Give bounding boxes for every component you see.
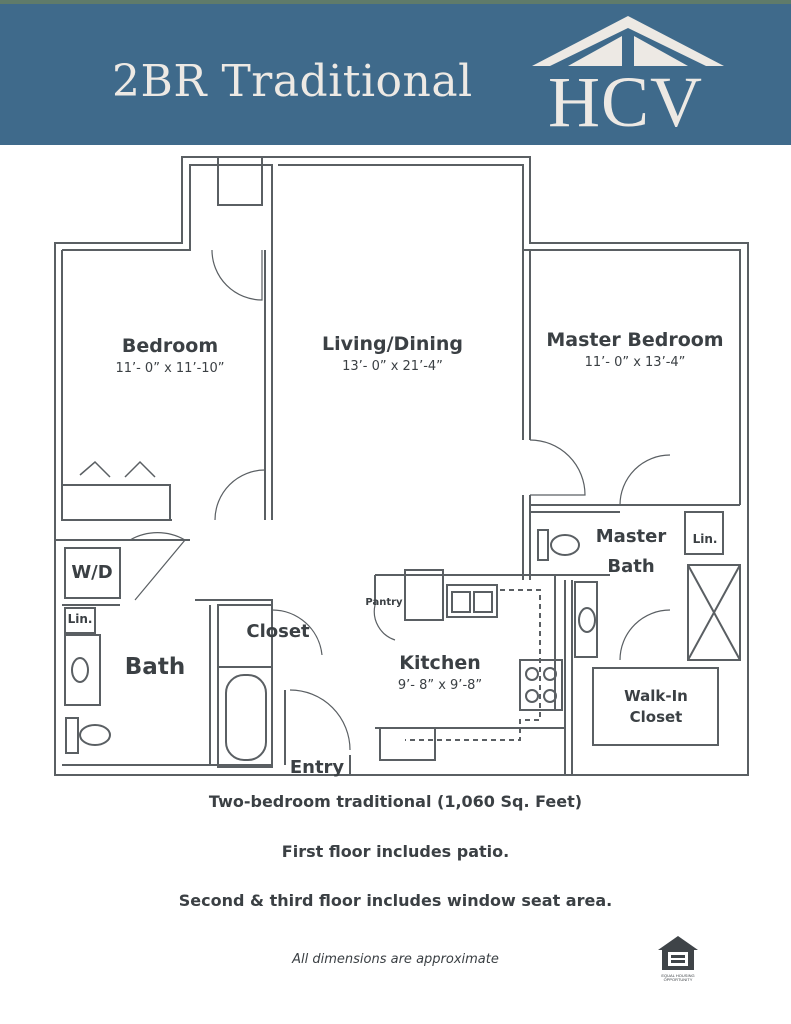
equal-housing-opportunity-icon: EQUAL HOUSING OPPORTUNITY — [658, 936, 698, 982]
living-dining-dims: 13’- 0” x 21’-4” — [342, 359, 443, 374]
caption-window-seat: Second & third floor includes window sea… — [178, 891, 613, 910]
closet-label: Closet — [246, 621, 310, 642]
master-bedroom-label: Master Bedroom — [546, 329, 724, 351]
hcv-roof-logo-icon — [532, 16, 724, 66]
bedroom-label: Bedroom — [121, 335, 219, 357]
page-title: 2BR Traditional — [112, 56, 473, 107]
dimensions-note: All dimensions are approximate — [292, 952, 499, 967]
bedroom-dims: 11’- 0” x 11’-10” — [115, 361, 225, 376]
pantry-label: Pantry — [365, 597, 403, 608]
entry-label: Entry — [289, 757, 345, 778]
master-bath-label: Master Bath — [595, 526, 667, 577]
linen-closet-master-label: Lin. — [692, 532, 718, 546]
linen-closet-bath-label: Lin. — [67, 612, 93, 626]
master-bedroom-dims: 11’- 0” x 13’-4” — [584, 355, 686, 370]
header-banner: 2BR Traditional — [0, 0, 791, 145]
floor-plan — [54, 156, 749, 776]
bath-label: Bath — [124, 654, 186, 680]
caption-patio: First floor includes patio. — [281, 842, 510, 861]
living-dining-label: Living/Dining — [321, 333, 464, 355]
washer-dryer-label: W/D — [71, 562, 113, 583]
walk-in-closet-label: Walk-In Closet — [624, 687, 688, 726]
kitchen-label: Kitchen — [399, 652, 481, 674]
kitchen-dims: 9’- 8” x 9’-8” — [397, 678, 483, 693]
svg-text:OPPORTUNITY: OPPORTUNITY — [664, 977, 693, 982]
svg-text:EQUAL HOUSING: EQUAL HOUSING — [661, 973, 694, 978]
hcv-logo-text: HCV — [548, 62, 704, 142]
caption-square-feet: Two-bedroom traditional (1,060 Sq. Feet) — [208, 792, 583, 811]
